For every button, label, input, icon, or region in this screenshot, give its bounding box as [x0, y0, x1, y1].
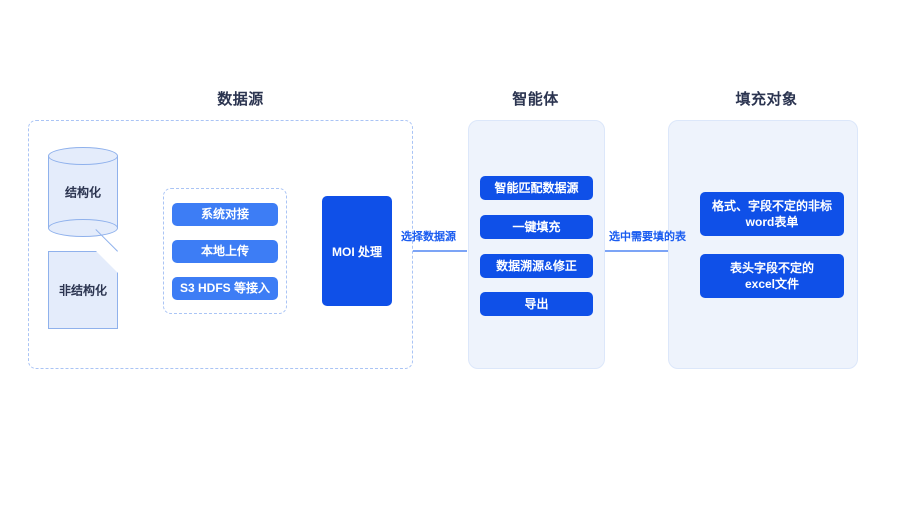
target-object-word-form[interactable]: 格式、字段不定的非标 word表单: [700, 192, 844, 236]
target-object-excel-file-line1: 表头字段不定的: [729, 260, 814, 275]
datasource-structured-label: 结构化: [64, 185, 101, 200]
target-object-word-form-line2: word表单: [745, 215, 799, 229]
target-panel: [668, 120, 858, 369]
ingest-method-local-upload[interactable]: 本地上传: [172, 240, 278, 263]
document-fold-icon: [96, 251, 118, 273]
datasource-unstructured-shape: 非结构化: [48, 229, 118, 329]
cylinder-bottom-ellipse: [48, 219, 118, 237]
agent-panel: [468, 120, 605, 369]
ingest-method-system-integration[interactable]: 系统对接: [172, 203, 278, 226]
edge-label-select-datasource: 选择数据源: [401, 231, 456, 243]
column-title-agent: 智能体: [512, 91, 559, 108]
ingest-method-s3-hdfs[interactable]: S3 HDFS 等接入: [172, 277, 278, 300]
target-object-excel-file-line2: excel文件: [744, 277, 800, 291]
cylinder-body: [48, 156, 118, 228]
column-title-datasource: 数据源: [217, 91, 264, 108]
cylinder-top-ellipse: [48, 147, 118, 165]
agent-capability-trace-and-correct[interactable]: 数据溯源&修正: [480, 254, 593, 278]
agent-capability-smart-match[interactable]: 智能匹配数据源: [480, 176, 593, 200]
edge-label-select-target-table: 选中需要填的表: [609, 231, 686, 243]
datasource-unstructured-label: 非结构化: [58, 283, 107, 298]
moi-processing-box[interactable]: MOI 处理: [322, 196, 392, 306]
target-object-excel-file[interactable]: 表头字段不定的 excel文件: [700, 254, 844, 298]
agent-capability-one-click-fill[interactable]: 一键填充: [480, 215, 593, 239]
agent-capability-export[interactable]: 导出: [480, 292, 593, 316]
datasource-structured-shape: 结构化: [48, 147, 118, 237]
column-title-target: 填充对象: [735, 91, 798, 108]
target-object-word-form-line1: 格式、字段不定的非标: [711, 198, 832, 213]
